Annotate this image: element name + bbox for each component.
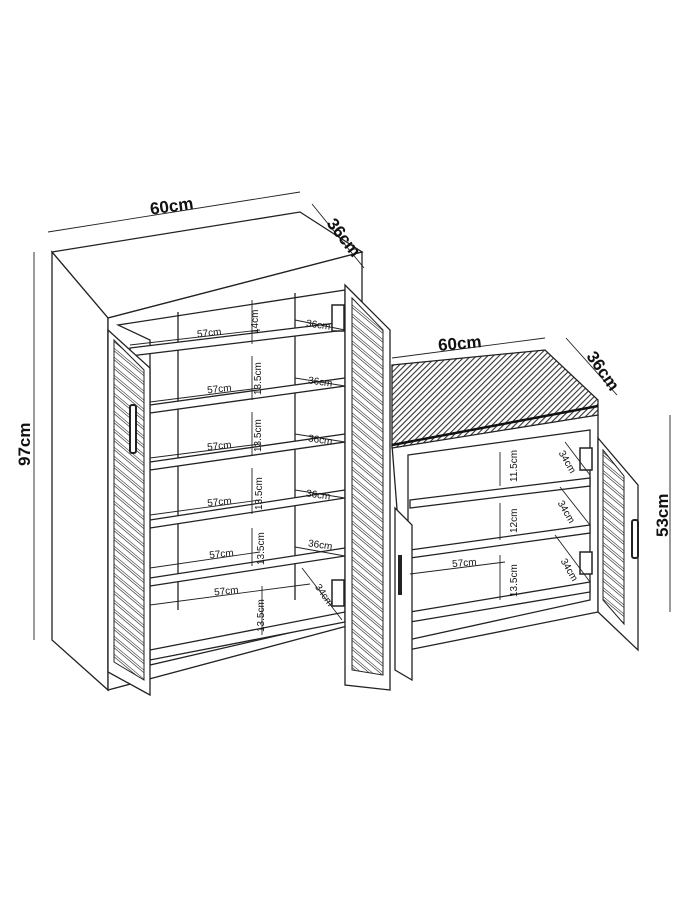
door-handle-icon bbox=[631, 519, 639, 559]
shelf-height-label: 13.5cm bbox=[256, 532, 267, 565]
tall-cabinet-shelf-dimensions: 57cm 57cm 57cm 57cm 57cm 57cm 14cm 13.5c… bbox=[129, 300, 346, 635]
shelf-height-label: 13.5cm bbox=[254, 477, 265, 510]
shelf-width-label: 57cm bbox=[207, 496, 232, 509]
cabinet-left-door[interactable] bbox=[107, 328, 151, 697]
bench-shelf-width-label: 57cm bbox=[452, 557, 477, 570]
shelf-width-label: 57cm bbox=[207, 383, 232, 396]
shelf-depth-label: 36cm bbox=[307, 433, 333, 447]
bench-width-label: 60cm bbox=[437, 332, 482, 355]
bench-right-door[interactable] bbox=[579, 436, 639, 652]
hinge-icon bbox=[579, 551, 593, 575]
bench-depth-dimension-line bbox=[565, 337, 618, 396]
bench-shelf-height-label: 13.5cm bbox=[509, 564, 520, 597]
hinge-icon bbox=[331, 304, 345, 332]
door-handle-icon bbox=[398, 555, 402, 595]
depth-dimension-line bbox=[311, 203, 365, 269]
bench-depth-label: 36cm bbox=[583, 348, 624, 395]
bench-height-label: 53cm bbox=[653, 494, 672, 537]
bench-shelf-height-label: 11.5cm bbox=[509, 450, 520, 482]
cabinet-interior bbox=[115, 289, 346, 666]
shelf-width-label: 57cm bbox=[214, 585, 239, 598]
bench-cushion bbox=[391, 349, 599, 449]
hinge-icon bbox=[331, 579, 345, 607]
tall-cabinet-width-label: 60cm bbox=[149, 194, 195, 219]
tall-shoe-cabinet: 60cm 36cm 97cm 57cm 57cm 57cm 57cm 57cm … bbox=[15, 191, 391, 697]
shelf-depth-label: 36cm bbox=[307, 375, 333, 389]
shoe-bench: 60cm 36cm 53cm 11.5cm 12cm 13.5cm 57cm 3… bbox=[391, 332, 672, 682]
bench-shelves bbox=[409, 477, 591, 623]
cushion-edge bbox=[391, 404, 599, 447]
bench-shelf-height-label: 12cm bbox=[509, 509, 520, 533]
shelf-depth-label: 36cm bbox=[305, 488, 331, 502]
door-handle-icon bbox=[129, 404, 137, 454]
bench-left-door[interactable] bbox=[394, 506, 413, 682]
shelf-width-label: 57cm bbox=[197, 327, 222, 340]
cabinet-right-door[interactable] bbox=[331, 283, 391, 691]
shelf-depth-label: 36cm bbox=[305, 318, 331, 332]
shelf-width-label: 57cm bbox=[207, 440, 232, 453]
cabinet-left-side bbox=[51, 250, 109, 692]
shelf-depth-label: 36cm bbox=[307, 538, 333, 552]
tall-cabinet-height-label: 97cm bbox=[15, 423, 34, 466]
shelf-height-label: 13.5cm bbox=[253, 362, 264, 395]
shelf-height-label: 13.5cm bbox=[253, 419, 264, 452]
shelf-height-label: 13.5cm bbox=[256, 599, 267, 632]
bench-width-dimension-line bbox=[391, 337, 546, 359]
shelf-width-label: 57cm bbox=[209, 548, 234, 561]
width-dimension-line bbox=[47, 191, 301, 233]
hinge-icon bbox=[579, 447, 593, 471]
shelf-height-label: 14cm bbox=[250, 310, 261, 334]
